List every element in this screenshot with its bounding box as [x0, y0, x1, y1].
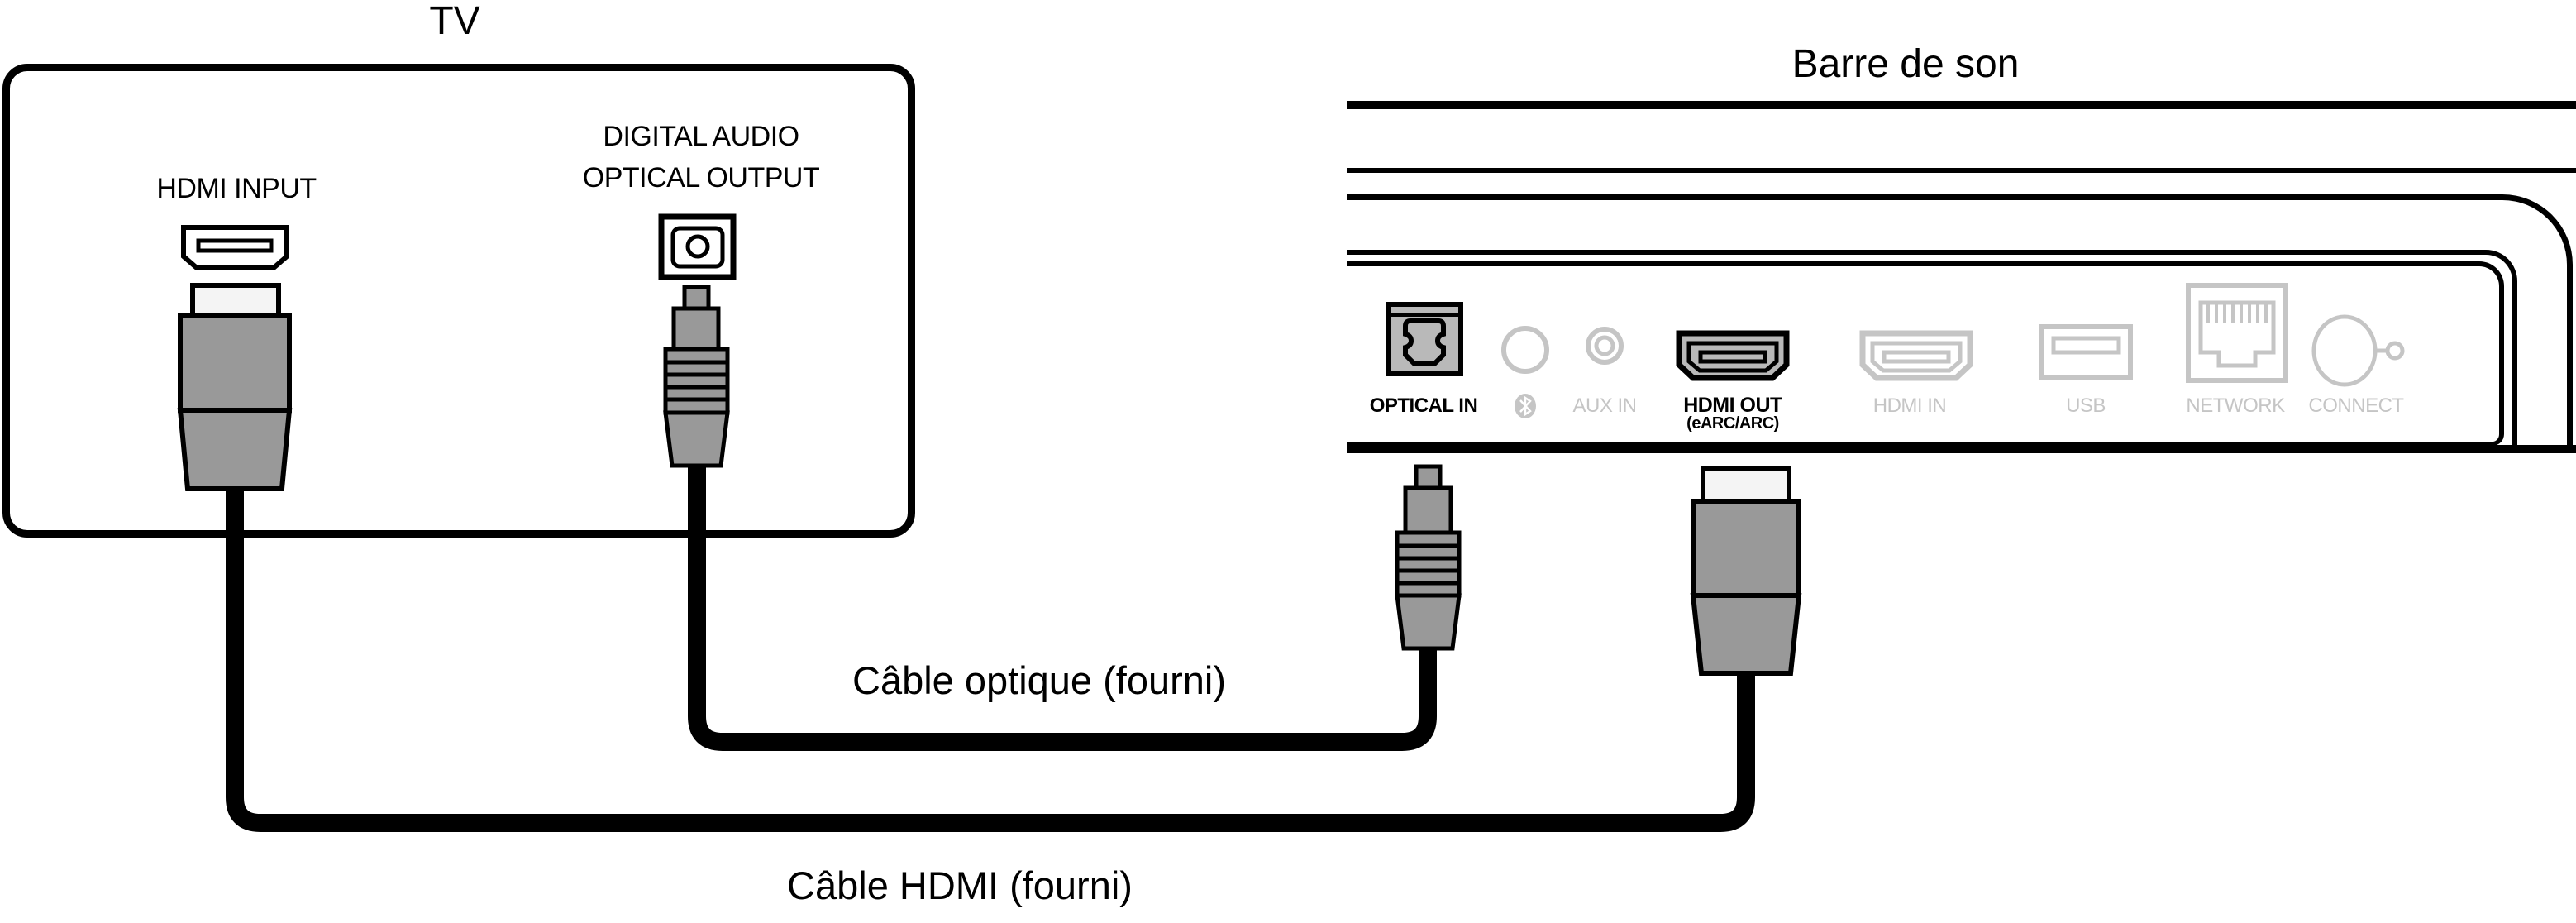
- tv-optical-cable-connector: [663, 285, 730, 468]
- soundbar-rear-panel-outer: [1347, 250, 2517, 450]
- soundbar-title: Barre de son: [1791, 42, 2020, 86]
- tv-hdmi-input-port-icon: [181, 225, 289, 270]
- optical-in-label: OPTICAL IN: [1369, 395, 1478, 417]
- tv-optical-output-label: DIGITAL AUDIO OPTICAL OUTPUT: [582, 121, 820, 194]
- soundbar-bottom-edge: [1347, 445, 2576, 453]
- usb-port-icon: [2039, 324, 2133, 380]
- hdmi-out-sublabel: (eARC/ARC): [1686, 414, 1779, 433]
- tv-box: [2, 64, 915, 538]
- connect-label: CONNECT: [2308, 395, 2404, 417]
- hdmi-in-port-icon: [1859, 330, 1973, 381]
- bluetooth-icon: [1515, 394, 1536, 418]
- soundbar-hdmi-cable-connector: [1690, 466, 1802, 676]
- soundbar-optical-cable-connector: [1395, 464, 1462, 651]
- hdmi-cable-label: Câble HDMI (fourni): [787, 863, 1133, 907]
- optical-cable-label: Câble optique (fourni): [852, 658, 1226, 702]
- usb-label: USB: [2066, 395, 2106, 417]
- tv-optical-output-port-icon: [658, 213, 737, 280]
- optical-in-port-icon: [1386, 302, 1463, 376]
- network-label: NETWORK: [2186, 395, 2285, 417]
- optical-cable: [688, 462, 1437, 751]
- soundbar-top-edge: [1347, 101, 2576, 109]
- hdmi-in-label: HDMI IN: [1872, 395, 1947, 417]
- aux-in-label: AUX IN: [1572, 395, 1637, 417]
- soundbar-upper-line: [1347, 168, 2576, 173]
- network-port-icon: [2186, 283, 2288, 383]
- aux-in-port-icon: [1586, 327, 1624, 365]
- bluetooth-port-circle: [1501, 326, 1549, 374]
- hdmi-out-label: HDMI OUT: [1683, 394, 1782, 417]
- hdmi-cable: [226, 486, 1755, 832]
- tv-hdmi-input-label: HDMI INPUT: [156, 173, 317, 204]
- soundbar-rear-panel-inner: [1347, 261, 2504, 446]
- tv-hdmi-cable-connector: [177, 283, 293, 491]
- hdmi-out-port-icon: [1676, 330, 1790, 381]
- tv-title: TV: [429, 0, 480, 43]
- soundbar-shell-outline: [1347, 194, 2573, 452]
- connect-port-icon: [2311, 314, 2405, 387]
